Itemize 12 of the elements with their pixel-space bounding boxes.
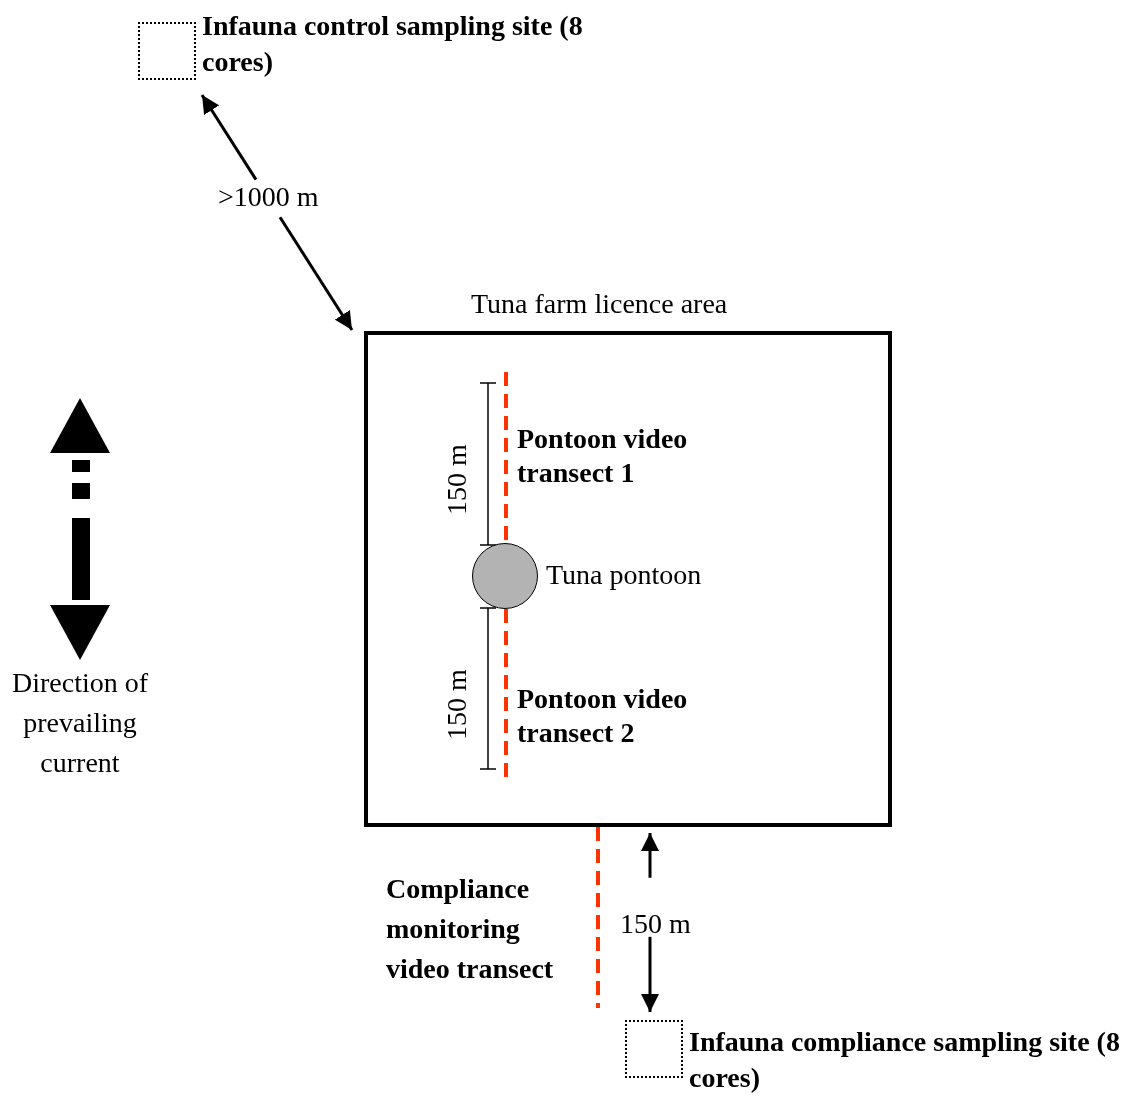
- transect-label: Compliance monitoring video transect: [386, 872, 555, 986]
- dimension-label: 150 m: [620, 907, 691, 941]
- dimension-label: >1000 m: [218, 180, 319, 214]
- site-label: Infauna control sampling site (8 cores): [202, 9, 584, 79]
- current-direction-label: Direction of prevailing current: [10, 666, 150, 780]
- area-label: Tuna farm licence area: [471, 287, 728, 321]
- transect-label: Pontoon video transect 2: [517, 682, 689, 750]
- dimension-label: 150 m: [440, 669, 473, 740]
- transect-label: Pontoon video transect 1: [517, 422, 689, 490]
- site-label: Infauna compliance sampling site (8 cores): [689, 1025, 1121, 1095]
- dimension-label: 150 m: [440, 444, 473, 515]
- pontoon-label: Tuna pontoon: [546, 558, 702, 592]
